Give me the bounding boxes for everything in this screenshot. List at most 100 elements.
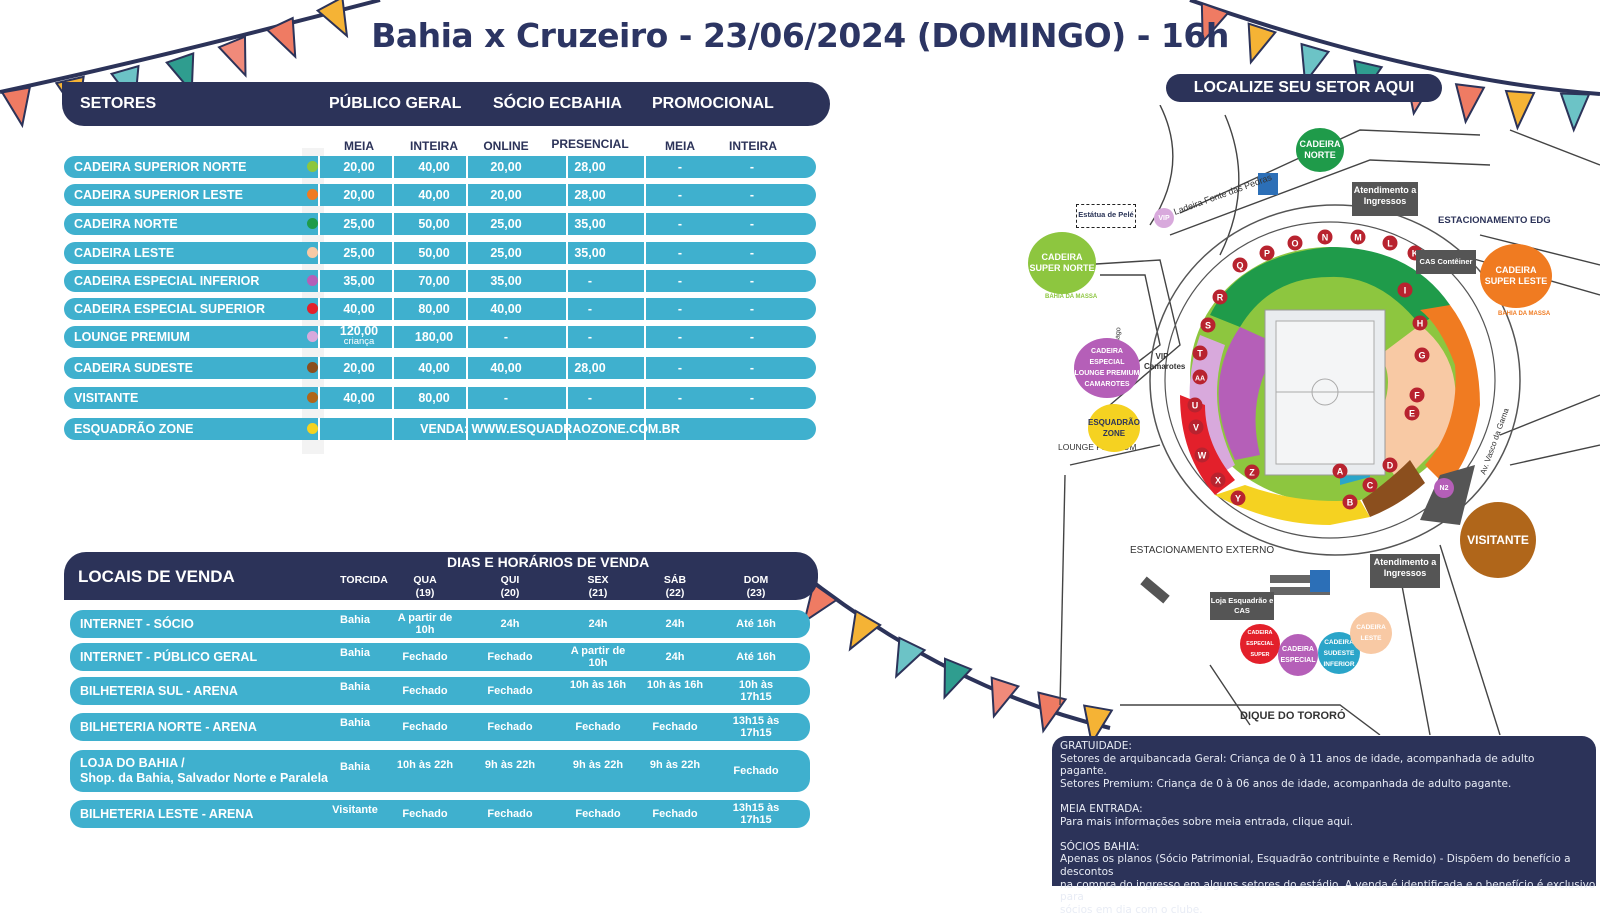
- sector-letter[interactable]: Z: [1244, 464, 1260, 480]
- bunting-flag: [1200, 1, 1230, 45]
- sector-name: CADEIRA SUPERIOR LESTE: [74, 188, 244, 202]
- price-cell: 120,00: [339, 324, 379, 338]
- price-cell: -: [749, 274, 755, 288]
- bunting-flag: [217, 35, 247, 78]
- sector-letter[interactable]: L: [1382, 235, 1398, 251]
- column-divider: [392, 418, 394, 440]
- sector-letter[interactable]: Q: [1232, 257, 1248, 273]
- sector-letter[interactable]: A: [1332, 463, 1348, 479]
- price-cell: 28,00: [574, 160, 606, 174]
- local-name: BILHETERIA LESTE - ARENA: [80, 807, 254, 821]
- tag-n2[interactable]: N2: [1434, 478, 1454, 498]
- prices-subheader: MEIA INTEIRA ONLINE PRESENCIAL MEIA INTE…: [0, 137, 830, 153]
- price-cell: -: [749, 160, 755, 174]
- tag-visitante[interactable]: VISITANTE: [1460, 502, 1536, 578]
- info-line: [1060, 828, 1596, 841]
- day-name: DOM: [743, 574, 769, 586]
- bunting-flag: [1247, 22, 1278, 65]
- horario-cell: Fechado: [487, 651, 533, 663]
- svg-text:X: X: [1215, 476, 1221, 486]
- column-divider: [466, 184, 468, 206]
- horario-cell: 10h às 16h: [569, 679, 627, 691]
- day-name: SEX: [587, 574, 609, 586]
- price-cell: -: [677, 160, 683, 174]
- tag-lounge[interactable]: CADEIRA ESPECIAL LOUNGE PREMIUM CAMAROTE…: [1074, 338, 1140, 398]
- sector-letter[interactable]: E: [1404, 405, 1420, 421]
- horario-cell: Fechado: [733, 765, 779, 777]
- bunting-flag: [1559, 92, 1591, 133]
- price-cell: 25,00: [490, 246, 522, 260]
- tag-cadeira-norte[interactable]: CADEIRA NORTE: [1296, 128, 1344, 172]
- sector-letter[interactable]: P: [1259, 245, 1275, 261]
- sector-letter[interactable]: R: [1212, 289, 1228, 305]
- sector-letter[interactable]: AA: [1192, 369, 1208, 385]
- tag-esquadrao-zone[interactable]: ESQUADRÃO ZONE: [1088, 404, 1140, 452]
- price-cell: -: [749, 302, 755, 316]
- sector-letter[interactable]: U: [1187, 397, 1203, 413]
- info-line[interactable]: Para mais informações sobre meia entrada…: [1060, 815, 1354, 828]
- local-name: INTERNET - SÓCIO: [80, 617, 194, 631]
- tag-cad-super-norte[interactable]: CADEIRA SUPER NORTE: [1028, 232, 1096, 294]
- horario-cell: 13h15 às 17h15: [732, 802, 780, 826]
- tag-cad-esp-super[interactable]: CADEIRA ESPECIAL SUPER: [1240, 624, 1280, 664]
- sector-letter[interactable]: I: [1397, 282, 1413, 298]
- sector-letter[interactable]: F: [1409, 387, 1425, 403]
- column-divider: [466, 387, 468, 409]
- horario-cell: 10h às 22h: [396, 759, 454, 771]
- tag-cad-super-leste[interactable]: CADEIRA SUPER LESTE: [1480, 244, 1552, 308]
- tag-cad-especial[interactable]: CADEIRA ESPECIAL: [1278, 634, 1318, 676]
- header-promocional: PROMOCIONAL: [652, 95, 774, 112]
- sector-letter[interactable]: D: [1382, 457, 1398, 473]
- sector-letter[interactable]: M: [1350, 229, 1366, 245]
- sector-letter[interactable]: G: [1414, 347, 1430, 363]
- sector-letter[interactable]: W: [1194, 447, 1210, 463]
- sub-presencial: PRESENCIAL: [551, 137, 629, 151]
- day-name: SÁB: [663, 574, 687, 586]
- horario-cell: Fechado: [487, 685, 533, 697]
- vip-camarotes: VIP Camarotes: [1144, 352, 1186, 371]
- price-cell: 20,00: [343, 188, 375, 202]
- price-cell: 20,00: [343, 160, 375, 174]
- sector-letter[interactable]: N: [1317, 229, 1333, 245]
- tag-cad-leste[interactable]: CADEIRA LESTE: [1350, 612, 1392, 654]
- price-cell: 50,00: [418, 246, 450, 260]
- price-cell: 40,00: [343, 302, 375, 316]
- price-cell: 40,00: [490, 302, 522, 316]
- column-divider: [644, 213, 646, 235]
- column-divider: [566, 357, 568, 379]
- sector-name: CADEIRA SUPERIOR NORTE: [74, 160, 247, 174]
- price-cell: -: [587, 302, 593, 316]
- sector-letter[interactable]: H: [1412, 315, 1428, 331]
- sector-letter[interactable]: O: [1287, 235, 1303, 251]
- sector-name: LOUNGE PREMIUM: [74, 330, 190, 344]
- price-cell: 35,00: [343, 274, 375, 288]
- sector-color-dot: [307, 275, 318, 286]
- price-cell: 20,00: [490, 160, 522, 174]
- sector-name: CADEIRA ESPECIAL INFERIOR: [74, 274, 260, 288]
- torcida-cell: Bahia: [340, 761, 370, 773]
- sector-letter[interactable]: T: [1192, 345, 1208, 361]
- column-divider: [566, 213, 568, 235]
- sector-letter[interactable]: X: [1210, 472, 1226, 488]
- price-cell: -: [677, 391, 683, 405]
- price-cell: -: [749, 188, 755, 202]
- bunting-flag: [943, 657, 973, 700]
- venda-link[interactable]: VENDA: WWW.ESQUADRAOZONE.COM.BR: [420, 422, 680, 436]
- av-vasco-label: Av. Vasco da Gama: [1478, 406, 1511, 475]
- sector-name: CADEIRA ESPECIAL SUPERIOR: [74, 302, 266, 316]
- sector-letter[interactable]: S: [1200, 317, 1216, 333]
- column-divider: [644, 270, 646, 292]
- sector-color-dot: [307, 423, 318, 434]
- horario-cell: Fechado: [487, 808, 533, 820]
- sector-letter[interactable]: C: [1362, 477, 1378, 493]
- sector-letter[interactable]: Y: [1230, 490, 1246, 506]
- tag-vip[interactable]: VIP: [1154, 208, 1174, 228]
- horario-cell: 9h às 22h: [484, 759, 536, 771]
- sector-letter[interactable]: V: [1188, 419, 1204, 435]
- sector-letter[interactable]: B: [1342, 494, 1358, 510]
